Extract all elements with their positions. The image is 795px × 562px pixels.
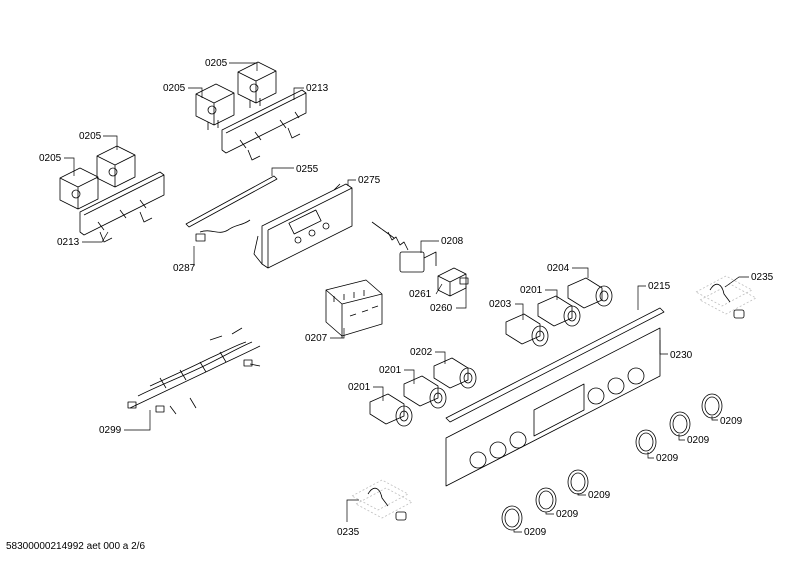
control-knob-drawing — [403, 375, 447, 409]
callout-label: 0202 — [410, 347, 433, 358]
callout-label: 0207 — [305, 333, 328, 344]
knob-ring-drawing — [501, 393, 723, 531]
callout-label: 0209 — [720, 416, 743, 427]
callout-label: 0205 — [163, 83, 186, 94]
control-knob-drawing — [537, 295, 581, 327]
callout-label: 0213 — [306, 83, 329, 94]
terminal-block-drawing — [325, 279, 383, 338]
selector-switch-drawing — [59, 167, 99, 210]
callout-label: 0261 — [409, 289, 432, 300]
callout-label: 0230 — [670, 350, 693, 361]
callout-label: 0260 — [430, 303, 453, 314]
callout-label: 0204 — [547, 263, 570, 274]
callout-label: 0235 — [751, 272, 774, 283]
callout-label: 0203 — [489, 299, 512, 310]
selector-switch-drawing — [195, 83, 235, 130]
callout-label: 0209 — [687, 435, 710, 446]
document-reference: 58300000214992 aet 000 a 2/6 — [6, 541, 146, 552]
callout-label: 0201 — [348, 382, 371, 393]
callout-label: 0215 — [648, 281, 671, 292]
callout-label: 0299 — [99, 425, 122, 436]
switch-bracket-drawing — [221, 89, 307, 161]
selector-switch-drawing — [237, 61, 277, 108]
callout-label: 0287 — [173, 263, 196, 274]
control-knob-drawing — [433, 357, 477, 389]
callout-label: 0255 — [296, 164, 319, 175]
control-knob-drawing — [369, 393, 413, 427]
callout-label: 0201 — [379, 365, 402, 376]
control-knob-drawing — [567, 277, 613, 309]
switch-bracket-drawing — [79, 171, 165, 243]
callout-label: 0209 — [656, 453, 679, 464]
callout-label: 0208 — [441, 236, 464, 247]
electronic-module-drawing — [253, 183, 353, 269]
thermostat-drawing — [371, 221, 469, 297]
callout-labels: 0205 0205 0213 0205 0205 0213 0255 0275 … — [39, 58, 774, 538]
trim-strip-drawing — [445, 307, 665, 423]
callout-label: 0201 — [520, 285, 543, 296]
wire-strip-drawing — [185, 175, 278, 242]
callout-label: 0275 — [358, 175, 381, 186]
callout-label: 0205 — [79, 131, 102, 142]
lamp-holder-drawing — [695, 275, 757, 319]
control-panel-drawing — [445, 327, 661, 487]
selector-switch-drawing — [96, 145, 136, 188]
callout-label: 0205 — [205, 58, 228, 69]
control-knob-drawing — [505, 313, 549, 347]
callout-label: 0205 — [39, 153, 62, 164]
callout-label: 0209 — [524, 527, 547, 538]
callout-label: 0235 — [337, 527, 360, 538]
leader-lines — [64, 62, 749, 533]
callout-label: 0213 — [57, 237, 80, 248]
lamp-holder-drawing — [351, 479, 413, 521]
callout-label: 0209 — [588, 490, 611, 501]
wiring-harness-drawing — [127, 327, 261, 415]
callout-label: 0209 — [556, 509, 579, 520]
